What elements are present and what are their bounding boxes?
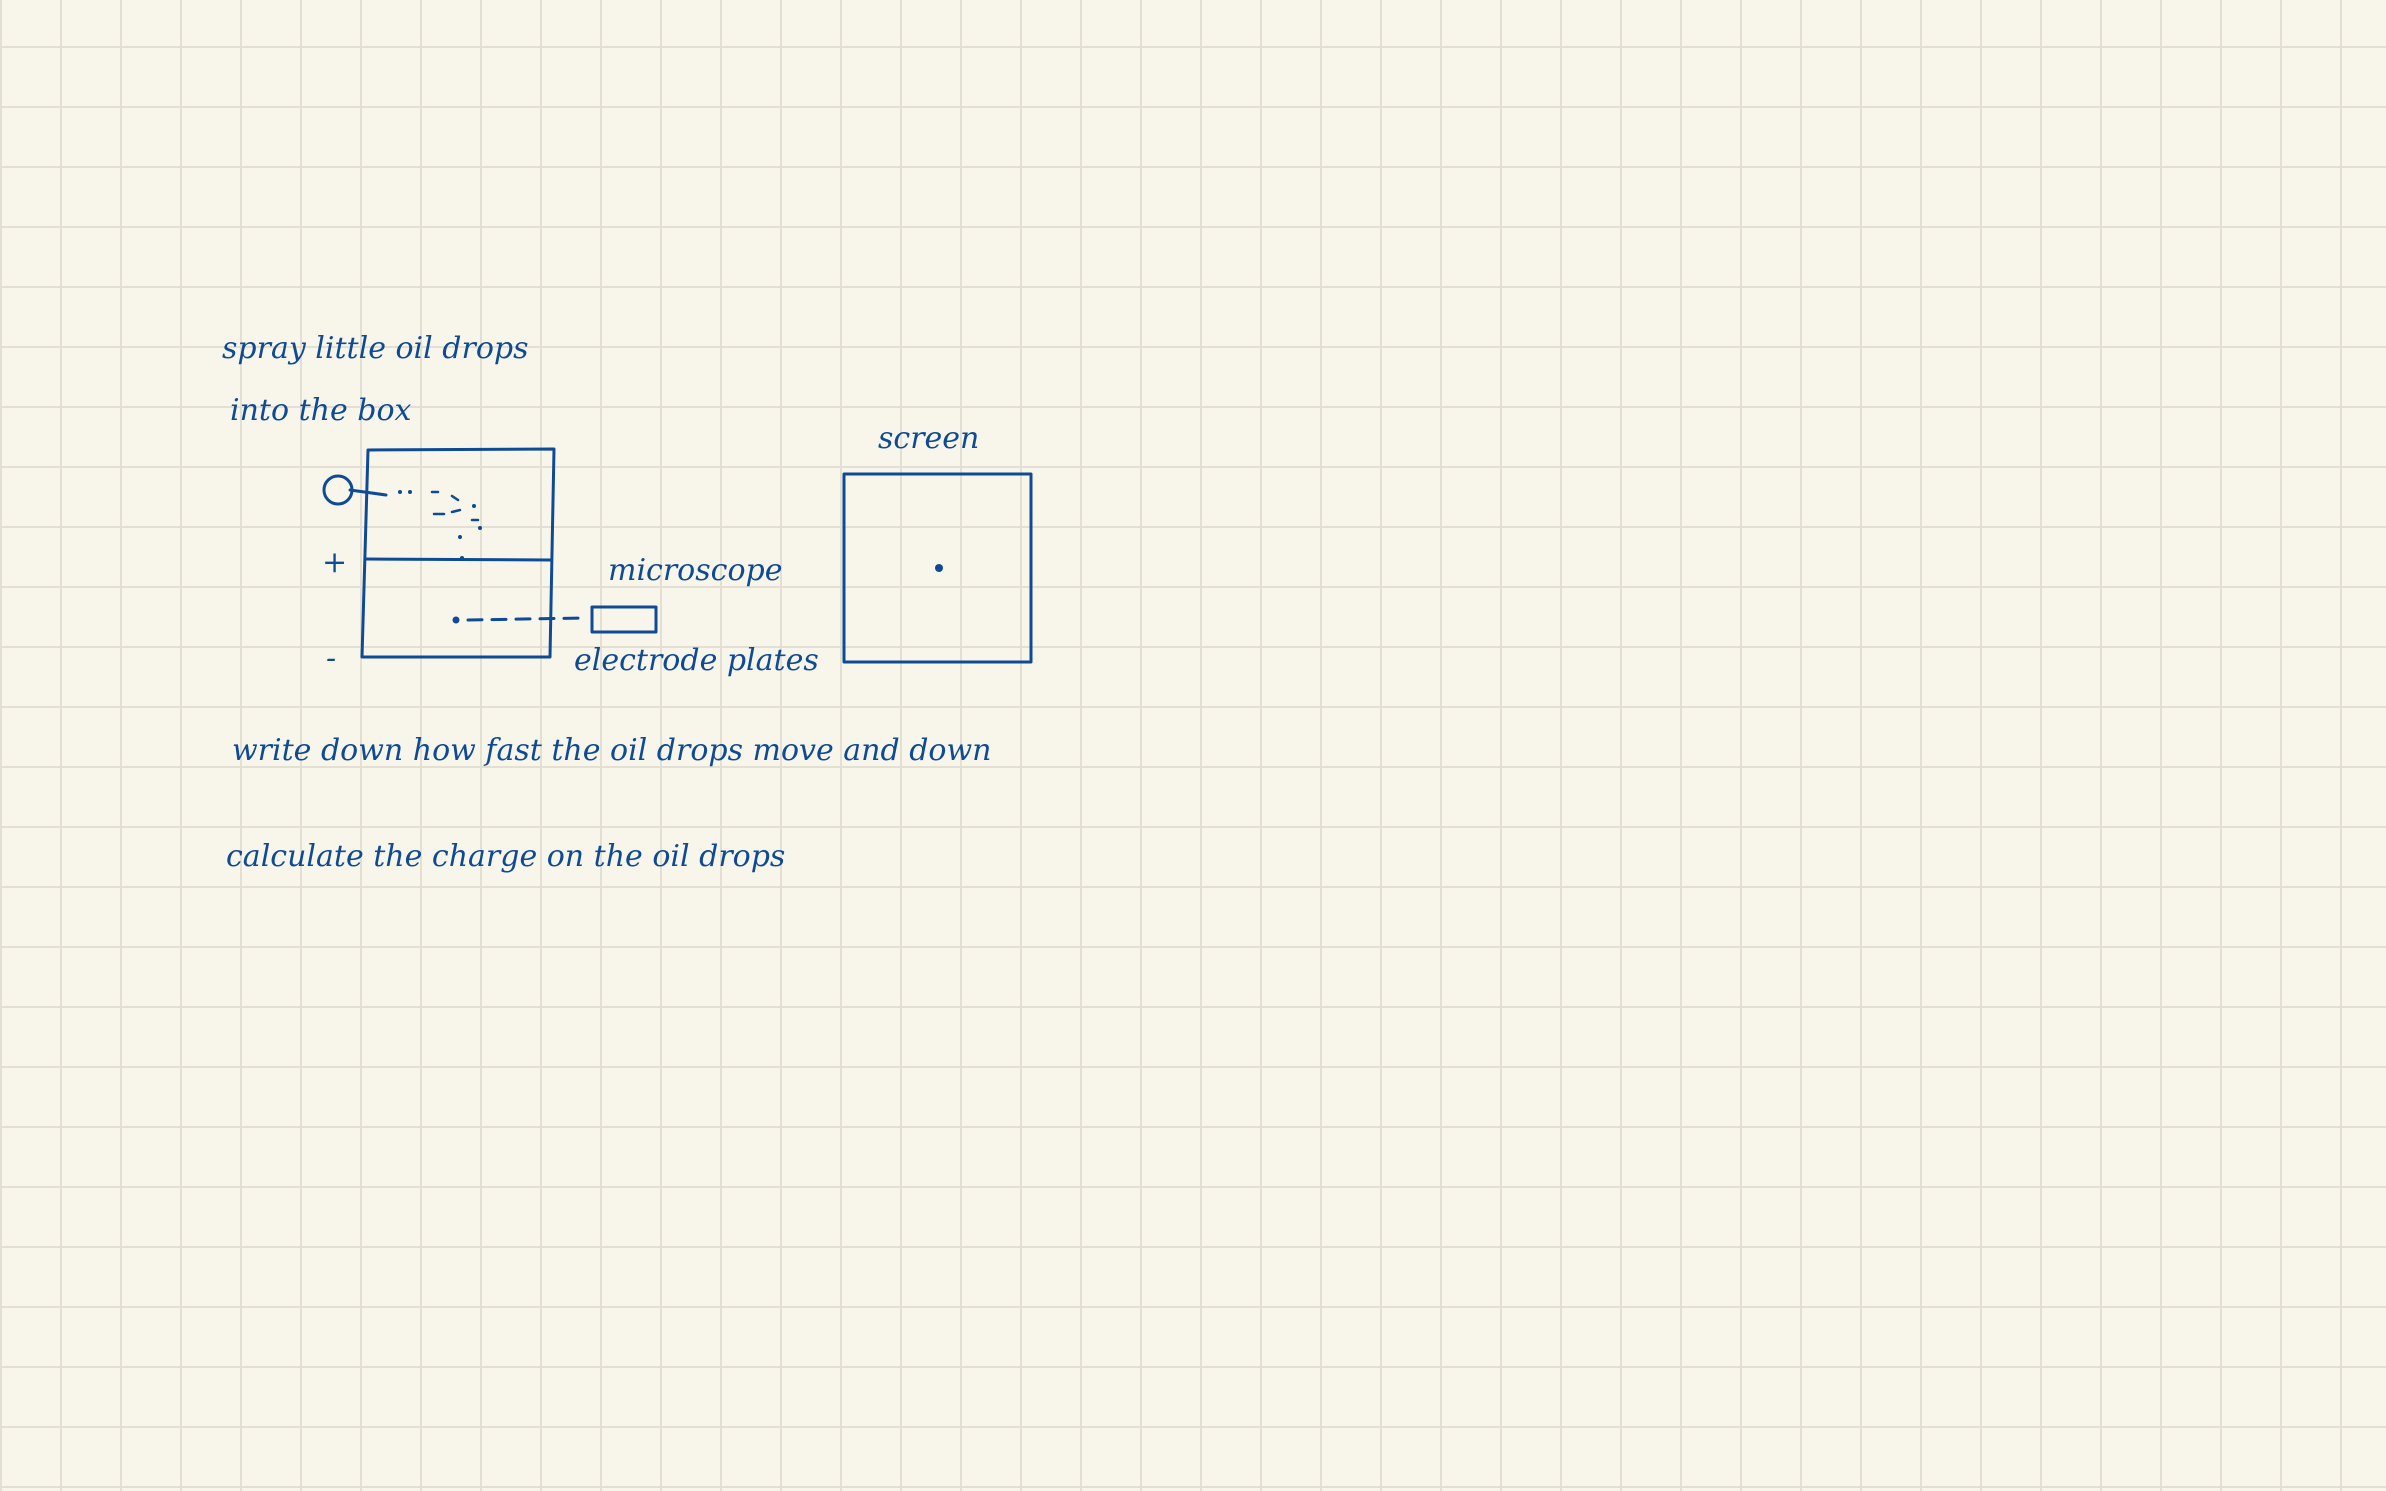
electrode-plates-label: electrode plates — [574, 643, 819, 678]
oil-spray-drops — [398, 490, 482, 560]
screen-outline — [842, 472, 1033, 664]
sprayer-bulb-icon — [322, 474, 354, 506]
note-line-1: spray little oil drops — [222, 331, 529, 366]
note-line-2: into the box — [230, 393, 412, 428]
screen-label: screen — [878, 421, 979, 456]
screen-diagram: screen — [842, 421, 1033, 664]
oil-drop-observed — [452, 616, 460, 624]
screen-drop-dot — [935, 564, 943, 572]
minus-sign: - — [326, 641, 336, 676]
microscope-label: microscope — [608, 553, 782, 588]
note-sentence-2: calculate the charge on the oil drops — [226, 839, 785, 874]
electrode-plate-divider — [364, 557, 553, 562]
box-outline — [360, 447, 556, 659]
apparatus-diagram: + - microscope electrode plates — [322, 447, 819, 678]
plus-sign: + — [322, 545, 347, 580]
sprayer-nozzle — [348, 488, 388, 497]
note-sentence-1: write down how fast the oil drops move a… — [232, 733, 992, 768]
sight-line — [466, 616, 584, 622]
microscope-icon — [590, 605, 658, 634]
